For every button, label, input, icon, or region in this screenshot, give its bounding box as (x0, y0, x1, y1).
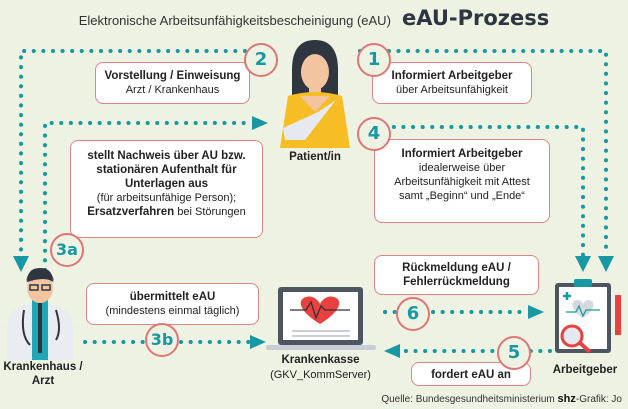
step-4-badge: 4 (357, 117, 391, 151)
source-credit: Quelle: Bundesgesundheitsministerium shz… (381, 393, 622, 405)
step-2-box: Vorstellung / Einweisung Arzt / Krankenh… (95, 62, 250, 104)
credit-text: -Grafik: Jo (575, 394, 622, 405)
doctor-label: Krankenhaus / Arzt (3, 361, 83, 387)
step-6-badge: 6 (396, 297, 430, 331)
step-2-text: Arzt / Krankenhaus (125, 84, 220, 96)
step-6-box: Rückmeldung eAU / Fehlerrückmeldung (374, 255, 539, 295)
insurance-label: Krankenkasse (GKV_KommServer) (270, 354, 371, 381)
arrow-head-insurance (250, 335, 266, 349)
step-3b-title: übermittelt eAU (129, 291, 216, 303)
step-1-text: über Arbeitsunfähigkeit (396, 84, 508, 96)
patient-icon (280, 40, 350, 148)
step-3a-badge: 3a (50, 233, 84, 267)
step-3a-extra: bei Störungen (177, 206, 246, 218)
arrow-head-insurance-5 (384, 344, 400, 358)
step-3a-title: stellt Nachweis über AU bzw. stationären… (87, 150, 246, 190)
step-3b-box: übermittelt eAU (mindestens einmal tägli… (86, 283, 259, 325)
clipboard-icon (555, 279, 621, 354)
patient-label: Patient/in (289, 151, 341, 163)
step-3b-text: (mindestens einmal täglich) (105, 305, 240, 317)
insurance-sublabel: (GKV_KommServer) (270, 369, 371, 381)
step-5-box: fordert eAU an (411, 362, 531, 386)
step-1-badge: 1 (357, 43, 391, 77)
step-5-badge: 5 (497, 336, 531, 370)
step-3a-extra-bold: Ersatzverfahren (87, 206, 175, 218)
arrow-head-employer-4 (575, 256, 591, 272)
subtitle: Elektronische Arbeitsunfähigkeitsbeschei… (78, 13, 391, 28)
step-6-title: Rückmeldung eAU / Fehlerrückmeldung (402, 262, 511, 288)
header: Elektronische Arbeitsunfähigkeitsbeschei… (0, 6, 628, 30)
page-title: eAU-Prozess (402, 6, 550, 30)
arrow-head-employer-6 (528, 305, 544, 319)
step-5-title: fordert eAU an (431, 369, 511, 381)
employer-label: Arbeitgeber (552, 364, 618, 376)
step-2-badge: 2 (244, 43, 278, 77)
source-text: Quelle: Bundesgesundheitsministerium (381, 394, 555, 405)
step-1-title: Informiert Arbeitgeber (391, 70, 513, 82)
step-4-box: Informiert Arbeitgeber idealerweise über… (374, 139, 550, 223)
laptop-icon (266, 287, 376, 350)
arrow-head-employer-1 (598, 256, 614, 272)
brand-logo: shz (557, 393, 576, 405)
step-3a-box: stellt Nachweis über AU bzw. stationären… (70, 140, 263, 238)
step-4-text: idealerweise über Arbeitsunfähigkeit mit… (394, 162, 530, 202)
step-2-title: Vorstellung / Einweisung (104, 70, 241, 82)
step-3a-text: (für arbeitsunfähige Person); (96, 192, 237, 204)
step-3b-badge: 3b (145, 323, 179, 357)
step-4-title: Informiert Arbeitgeber (401, 148, 523, 160)
arrow-head-doctor (13, 256, 29, 272)
doctor-icon (7, 268, 73, 360)
step-1-box: Informiert Arbeitgeber über Arbeitsunfäh… (372, 62, 532, 104)
arrow-head-patient (252, 116, 268, 130)
